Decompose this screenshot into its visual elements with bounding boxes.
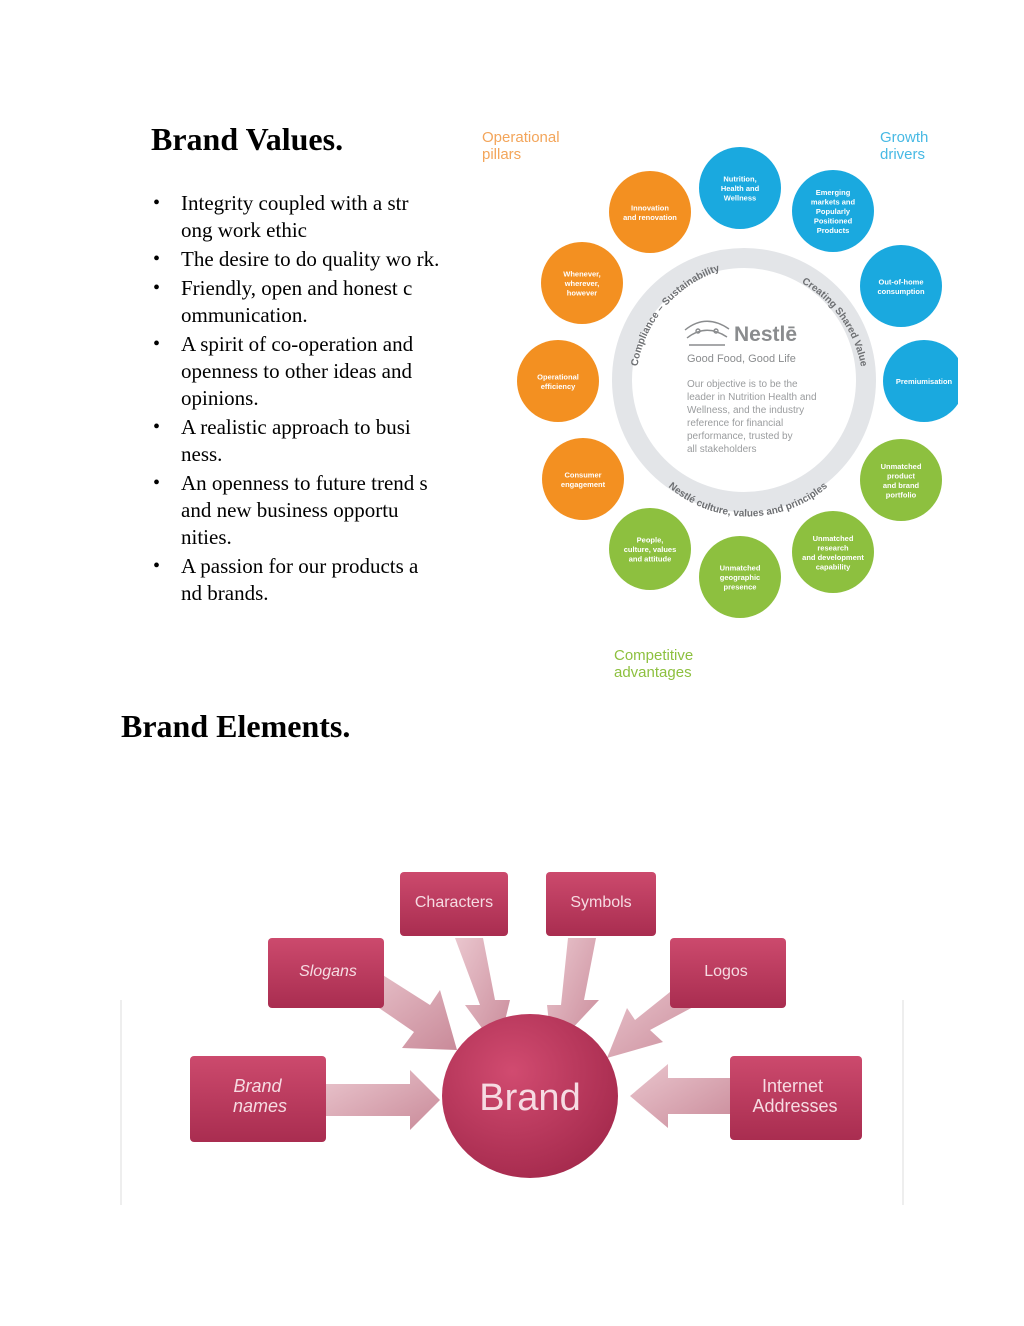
brand-values-heading: Brand Values. <box>151 121 344 157</box>
box-brand-names: Brand names <box>190 1056 326 1142</box>
box-characters-label: Characters <box>415 894 493 911</box>
bubble-circle <box>609 171 691 253</box>
bubble-circle <box>860 245 942 327</box>
bubble-circle <box>541 242 623 324</box>
box-slogans-label: Slogans <box>299 963 357 980</box>
bubble-circle <box>609 508 691 590</box>
box-slogans: Slogans <box>268 938 384 1008</box>
center-ring <box>612 248 876 512</box>
brand-value-text: An openness to future trend s and new bu… <box>181 471 428 549</box>
brand-value-text: A spirit of co-operation and openness to… <box>181 332 414 410</box>
nestle-strategy-diagram: Operational pillars Growth drivers Compe… <box>482 129 958 681</box>
brand-value-item: An openness to future trend s and new bu… <box>151 470 451 551</box>
bubble-premiumisation: Premiumisation <box>883 340 958 422</box>
operational-pillars-label: Operational pillars <box>482 129 564 163</box>
box-brand-names-shape <box>190 1056 326 1142</box>
box-internet-label: Internet Addresses <box>752 1076 837 1116</box>
brand-value-text: The desire to do quality wo rk. <box>181 247 440 271</box>
box-symbols-label: Symbols <box>570 894 631 911</box>
brand-value-item: Friendly, open and honest c ommunication… <box>151 275 451 329</box>
box-internet: Internet Addresses <box>730 1056 862 1140</box>
brand-center-label: Brand <box>479 1077 580 1119</box>
brand-elements-heading: Brand Elements. <box>121 708 351 744</box>
brand-value-text: Integrity coupled with a str ong work et… <box>181 191 409 242</box>
box-brand-names-label: Brand names <box>233 1076 287 1116</box>
box-slogans-shape <box>268 938 384 1008</box>
bubble-circle <box>883 340 958 422</box>
nestle-objective: Our objective is to be the leader in Nut… <box>687 379 819 455</box>
brand-value-item: A passion for our products a nd brands. <box>151 553 451 607</box>
brand-center: Brand <box>442 1014 618 1178</box>
brand-center-circle <box>442 1014 618 1178</box>
brand-value-item: A realistic approach to busi ness. <box>151 414 451 468</box>
arrow-from-internet <box>630 1064 738 1128</box>
bubble-circle <box>699 147 781 229</box>
box-characters: Characters <box>400 872 508 936</box>
brand-value-text: Friendly, open and honest c ommunication… <box>181 276 413 327</box>
box-logos-shape <box>670 938 786 1008</box>
brand-value-text: A passion for our products a nd brands. <box>181 554 419 605</box>
brand-value-item: Integrity coupled with a str ong work et… <box>151 190 451 244</box>
brand-elements-diagram: Characters Symbols Slogans Logos Brand n… <box>120 872 904 1205</box>
box-logos: Logos <box>670 938 786 1008</box>
bubble-circle <box>542 438 624 520</box>
center-disc <box>634 270 854 490</box>
nest-icon <box>684 320 730 346</box>
brand-value-item: The desire to do quality wo rk. <box>151 246 451 273</box>
competitive-advantages-label: Competitive advantages <box>614 647 697 681</box>
brand-value-item: A spirit of co-operation and openness to… <box>151 331 451 412</box>
box-internet-shape <box>730 1056 862 1140</box>
box-symbols: Symbols <box>546 872 656 936</box>
nestle-tagline: Good Food, Good Life <box>687 353 796 365</box>
nestle-wordmark: Nestlē <box>734 323 797 346</box>
box-characters-shape <box>400 872 508 936</box>
bubble-circle <box>517 340 599 422</box>
arrow-from-brand-names <box>325 1070 440 1130</box>
bubble-circle <box>860 439 942 521</box>
bubble-circle <box>792 511 874 593</box>
box-logos-label: Logos <box>704 963 748 980</box>
brand-values-list: Integrity coupled with a str ong work et… <box>151 190 451 609</box>
box-symbols-shape <box>546 872 656 936</box>
bubble-label: Whenever,wherever,however <box>563 270 601 298</box>
growth-drivers-label: Growth drivers <box>880 129 933 163</box>
bubble-label: Premiumisation <box>896 377 953 386</box>
bubble-circle <box>792 170 874 252</box>
bubble-circle <box>699 536 781 618</box>
nestle-logo: Nestlē <box>684 320 797 346</box>
bubble-whenever: Whenever,wherever,however <box>541 242 623 324</box>
brand-value-text: A realistic approach to busi ness. <box>181 415 411 466</box>
